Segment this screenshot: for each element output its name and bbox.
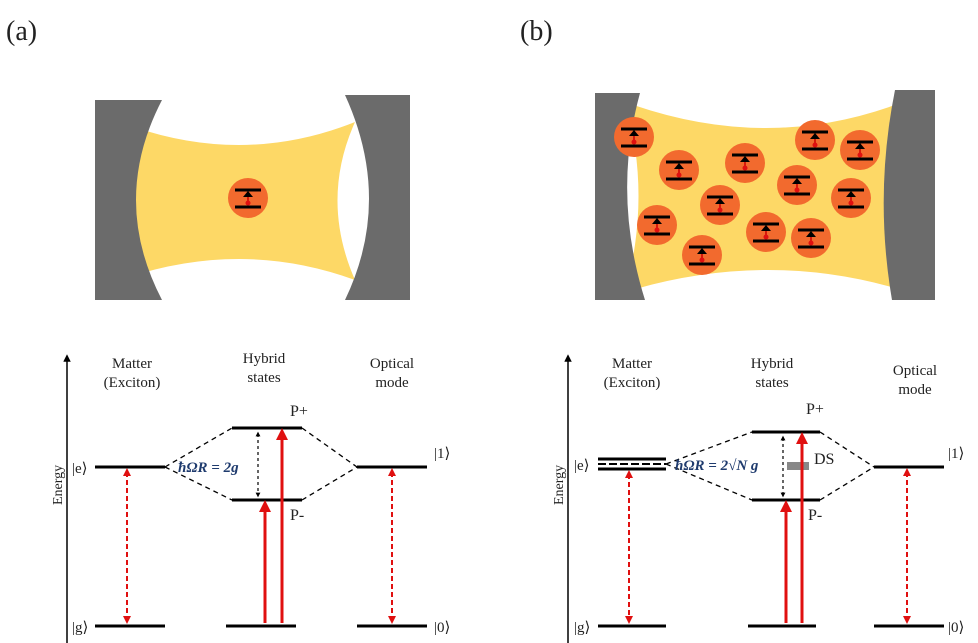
ket-0-a: |0⟩	[434, 620, 450, 636]
col-optical-b-2: mode	[898, 382, 932, 398]
energy-axis-label-a: Energy	[51, 465, 66, 505]
upper-polariton-a: P+	[290, 403, 308, 420]
panel-b-label: (b)	[520, 16, 553, 47]
molecule-a	[226, 176, 270, 220]
ket-1-a: |1⟩	[434, 446, 450, 462]
coupling-lines-b	[665, 431, 875, 501]
ket-g-b: |g⟩	[574, 620, 590, 636]
cavity-a	[95, 95, 410, 300]
lower-polariton-b: P-	[808, 507, 822, 524]
col-optical-a-2: mode	[375, 375, 409, 391]
left-mirror-b	[595, 93, 645, 300]
rabi-label-b: ħΩR = 2√N g	[675, 458, 759, 474]
ket-0-b: |0⟩	[948, 620, 964, 636]
energy-diagram-a: Energy Matter (Exciton) Hybrid states Op…	[51, 351, 450, 643]
panel-a-label: (a)	[6, 16, 37, 47]
col-matter-b-1: Matter	[612, 356, 652, 372]
col-matter-b-2: (Exciton)	[604, 375, 661, 391]
col-optical-b-1: Optical	[893, 363, 937, 379]
energy-axis-label-b: Energy	[552, 465, 567, 505]
energy-diagram-b: Energy Matter (Exciton) Hybrid states Op…	[552, 354, 964, 643]
col-matter-a-1: Matter	[112, 356, 152, 372]
rabi-label-a: ħΩR = 2g	[178, 460, 239, 476]
right-mirror-b	[883, 90, 935, 300]
right-mirror-a	[345, 95, 410, 300]
coupling-lines-a	[164, 427, 358, 501]
ket-e-b: |e⟩	[574, 458, 590, 474]
left-mirror-a	[95, 100, 162, 300]
col-matter-a-2: (Exciton)	[104, 375, 161, 391]
col-optical-a-1: Optical	[370, 356, 414, 372]
col-hybrid-b-2: states	[755, 375, 788, 391]
col-hybrid-a-2: states	[247, 370, 280, 386]
col-hybrid-a-1: Hybrid	[243, 351, 286, 367]
dark-states-label: DS	[814, 451, 834, 468]
lower-polariton-a: P-	[290, 507, 304, 524]
ket-1-b: |1⟩	[948, 446, 964, 462]
dark-states-block	[787, 462, 809, 470]
upper-polariton-b: P+	[806, 401, 824, 418]
ket-g-a: |g⟩	[72, 620, 88, 636]
cavity-b	[595, 90, 935, 300]
ket-e-a: |e⟩	[72, 461, 88, 477]
col-hybrid-b-1: Hybrid	[751, 356, 794, 372]
